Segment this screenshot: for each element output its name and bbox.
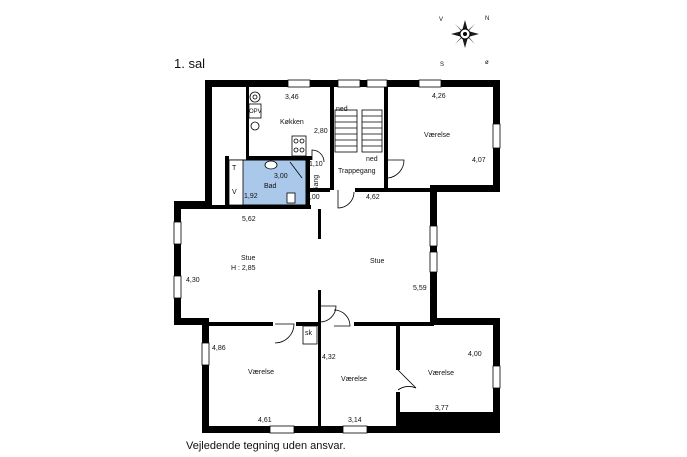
gang-dim: 2,00: [306, 194, 320, 201]
living-w-dim-side: 4,30: [186, 277, 200, 284]
compass-o: ø: [485, 60, 489, 66]
stair-dim: 1,10: [309, 161, 323, 168]
kitchen-fixtures: [248, 91, 307, 157]
bedroom-ne-dim-top: 4,26: [432, 93, 446, 100]
compass-v: V: [439, 17, 443, 23]
stair-ned-1: ned: [336, 106, 348, 113]
sk-label: sk: [305, 330, 313, 337]
kitchen-name: Køkken: [280, 119, 304, 126]
bedroom-ne-name: Værelse: [424, 132, 450, 139]
windows: [173, 79, 501, 434]
compass-s: S: [440, 62, 444, 68]
bath-fixtures: [228, 159, 303, 206]
bath-dim-top: 3,00: [274, 173, 288, 180]
bedroom-se-name: Værelse: [428, 370, 454, 377]
living-w-dim-top: 5,62: [242, 216, 256, 223]
bath-v: V: [232, 189, 237, 196]
floor-title: 1. sal: [174, 56, 205, 71]
living-w-height: H : 2,85: [231, 265, 256, 272]
bedroom-se-dim-bottom: 3,77: [435, 405, 449, 412]
bath-t: T: [232, 165, 237, 172]
bedroom-sm-name: Værelse: [341, 376, 367, 383]
bedroom-sw-dim-bottom: 4,61: [258, 417, 272, 424]
bedroom-se-dim-side: 4,00: [468, 351, 482, 358]
bath-dim-side: 1,92: [244, 193, 258, 200]
doors: [274, 149, 417, 391]
living-e-dim-top: 4,62: [366, 194, 380, 201]
stair-ned-2: ned: [366, 156, 378, 163]
bedroom-sm-dim-side: 4,32: [322, 354, 336, 361]
bedroom-sw-dim-side: 4,86: [212, 345, 226, 352]
bath-name: Bad: [264, 183, 277, 190]
kitchen-dim-top: 3,46: [285, 94, 299, 101]
living-e-name: Stue: [370, 258, 385, 265]
interior-walls: [181, 87, 434, 428]
bedroom-sw-name: Værelse: [248, 369, 274, 376]
disclaimer: Vejledende tegning uden ansvar.: [186, 440, 346, 452]
compass-icon: [451, 20, 479, 48]
living-w-name: Stue: [241, 255, 256, 262]
outer-walls: [174, 80, 500, 433]
bedroom-sm-dim-bottom: 3,14: [348, 417, 362, 424]
bedroom-ne-dim-side: 4,07: [472, 157, 486, 164]
stair-name: Trappegang: [338, 168, 376, 175]
kitchen-dim-side: 2,80: [314, 128, 328, 135]
kitchen-opv: OPV: [249, 109, 262, 115]
staircase: [334, 109, 383, 153]
living-e-dim-side: 5,59: [413, 285, 427, 292]
gang-name: Gang: [313, 175, 320, 192]
compass-n: N: [485, 16, 489, 22]
